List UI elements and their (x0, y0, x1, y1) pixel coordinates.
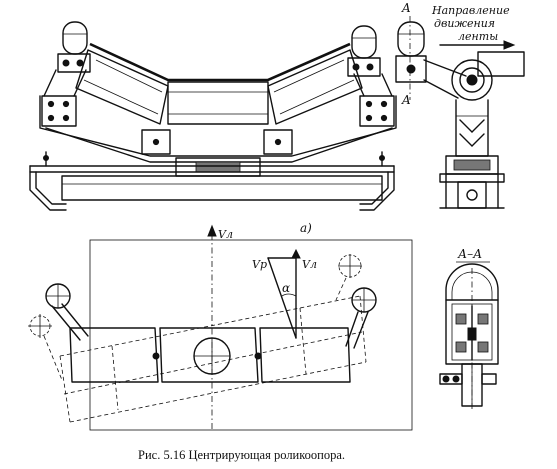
velocity-triangle: Vр Vл α (252, 248, 317, 339)
right-guide-arm (335, 254, 377, 349)
center-roller (167, 81, 269, 125)
plan-frame (89, 239, 413, 431)
skew-outlines (59, 295, 367, 423)
section-dome (445, 263, 499, 301)
base-beam (29, 151, 395, 211)
vp-label: Vр (252, 258, 267, 271)
side-support (439, 99, 505, 209)
left-guide-roller (57, 21, 91, 73)
side-main-roller (451, 59, 493, 101)
direction-text-line3: ленты (458, 30, 498, 43)
section-label-a-top: A (401, 1, 411, 15)
front-view-idler: а) (29, 21, 397, 235)
section-title-label: А–А (457, 247, 482, 261)
belt-line (89, 42, 351, 82)
vl-right-label: Vл (302, 258, 317, 271)
section-label-a-bottom: A (401, 93, 411, 107)
figure-caption: Рис. 5.16 Центрирующая роликоопора. (138, 448, 345, 462)
alpha-label: α (282, 281, 290, 295)
idler-frame (39, 95, 397, 157)
side-view: A A Направление движения ленты (395, 1, 525, 209)
right-inclined-roller (267, 49, 363, 125)
plan-view: Vл Vр Vл α (28, 224, 413, 431)
roller-brackets (41, 95, 395, 155)
view-a-label: а) (300, 221, 312, 235)
direction-text-line1: Направление (431, 4, 510, 17)
left-guide-arm (28, 283, 89, 381)
section-a-a: А–А (439, 247, 499, 410)
plan-rollers (69, 327, 351, 383)
direction-arrow (439, 40, 516, 50)
side-guide-roller (397, 21, 425, 57)
left-inclined-roller (75, 49, 169, 125)
vl-top-label: Vл (218, 228, 233, 241)
right-guide-roller (347, 25, 381, 77)
direction-text-line2: движения (434, 17, 495, 30)
section-bearings (455, 305, 489, 361)
